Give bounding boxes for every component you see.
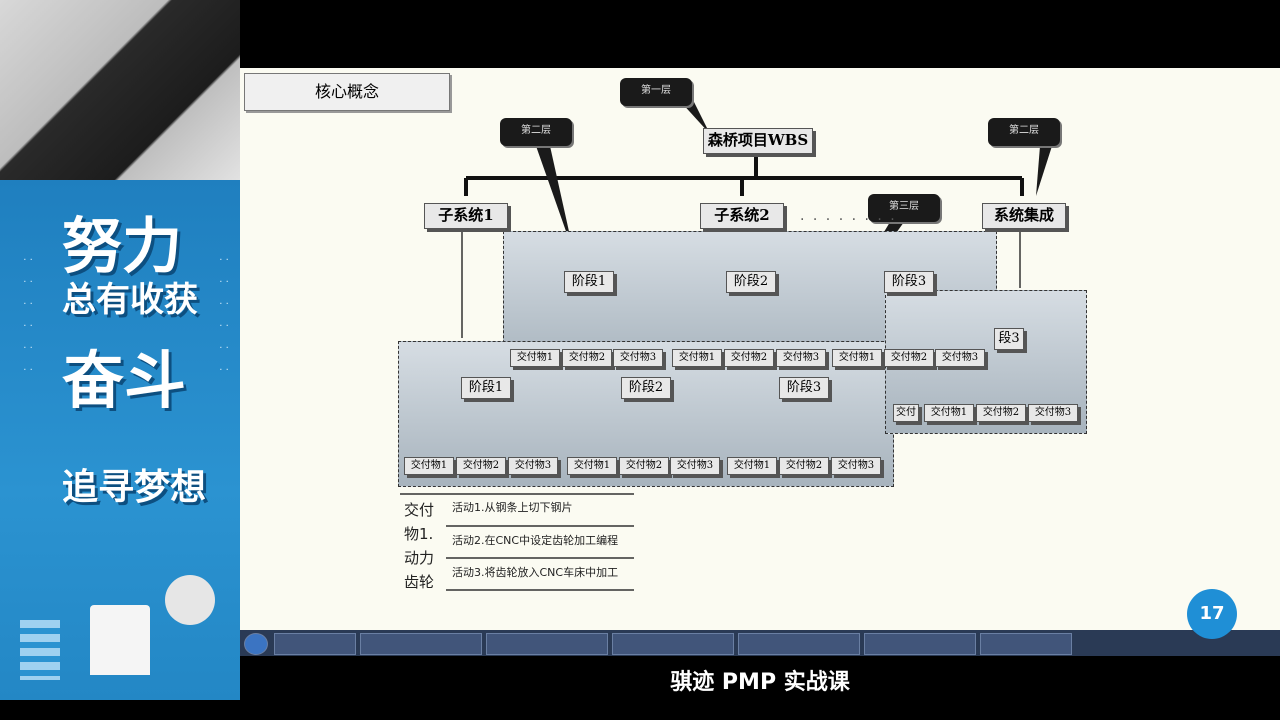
taskbar-app-2[interactable] bbox=[360, 633, 482, 655]
video-caption: 骐迹 PMP 实战课 bbox=[670, 670, 850, 695]
deliverable-l1-3: 交付物3 bbox=[508, 457, 558, 475]
deliverable-l2-1: 交付物1 bbox=[567, 457, 617, 475]
callout-level-2: 第二层 bbox=[500, 118, 572, 146]
taskbar-app-3[interactable] bbox=[486, 633, 608, 655]
deliverable-u2-1: 交付物1 bbox=[672, 349, 722, 367]
callout-level-3: 第三层 bbox=[868, 194, 940, 222]
bars-illustration bbox=[20, 620, 60, 680]
banner-line-3: 奋斗 bbox=[62, 344, 187, 417]
taskbar-app-5[interactable] bbox=[738, 633, 860, 655]
deliverable-l3-3: 交付物3 bbox=[831, 457, 881, 475]
ellipsis-dots: . . . . . . . . bbox=[800, 208, 897, 224]
activity-key-label-line-3: 动力 bbox=[404, 549, 435, 567]
deliverable-l2-3: 交付物3 bbox=[670, 457, 720, 475]
banner-vertical-text-left: · · · · · · · · · · · · bbox=[23, 255, 33, 376]
taskbar-app-7[interactable] bbox=[980, 633, 1072, 655]
callout-level-1: 第一层 bbox=[620, 78, 692, 106]
taskbar-app-6[interactable] bbox=[864, 633, 976, 655]
activity-key-label: 交付 物1. 动力 齿轮 bbox=[404, 498, 434, 594]
deliverable-r-1: 交付物1 bbox=[924, 404, 974, 422]
phase-lower-2: 阶段2 bbox=[621, 377, 671, 399]
banner-line-4: 追寻梦想 bbox=[62, 467, 207, 508]
deliverable-u3-1: 交付物1 bbox=[832, 349, 882, 367]
deliverable-r-2: 交付物2 bbox=[976, 404, 1026, 422]
deliverable-r-3: 交付物3 bbox=[1028, 404, 1078, 422]
section-title: 核心概念 bbox=[244, 73, 450, 111]
activity-1: 活动1.从钢条上切下钢片 bbox=[452, 501, 573, 514]
phase-upper-3: 阶段3 bbox=[884, 271, 934, 293]
deliverable-u3-2: 交付物2 bbox=[884, 349, 934, 367]
deliverable-l3-2: 交付物2 bbox=[779, 457, 829, 475]
deliverable-l1-1: 交付物1 bbox=[404, 457, 454, 475]
deliverable-u2-3: 交付物3 bbox=[776, 349, 826, 367]
subsystem-1: 子系统1 bbox=[424, 203, 508, 229]
deliverable-u1-1: 交付物1 bbox=[510, 349, 560, 367]
taskbar bbox=[240, 630, 1280, 656]
deliverable-u1-2: 交付物2 bbox=[562, 349, 612, 367]
subsystem-2: 子系统2 bbox=[700, 203, 784, 229]
phase-upper-2: 阶段2 bbox=[726, 271, 776, 293]
taskbar-app-1[interactable] bbox=[274, 633, 356, 655]
activity-key-label-line-4: 齿轮 bbox=[404, 573, 435, 591]
system-integration: 系统集成 bbox=[982, 203, 1066, 229]
deliverable-r-0: 交付物3 bbox=[893, 404, 919, 422]
deliverable-u3-3: 交付物3 bbox=[935, 349, 985, 367]
taskbar-app-4[interactable] bbox=[612, 633, 734, 655]
deliverable-l2-2: 交付物2 bbox=[619, 457, 669, 475]
phase-lower-3: 阶段3 bbox=[779, 377, 829, 399]
deliverable-u2-2: 交付物2 bbox=[724, 349, 774, 367]
page-number-badge: 17 bbox=[1187, 589, 1237, 639]
banner-vertical-text-right: · · · · · · · · · · · · bbox=[219, 255, 229, 376]
activity-key-label-line-1: 交付 bbox=[404, 501, 435, 519]
top-black-bar bbox=[240, 0, 1280, 68]
activity-3: 活动3.将齿轮放入CNC车床中加工 bbox=[452, 566, 619, 579]
phase-right-partial: 段3 bbox=[994, 328, 1024, 350]
phase-upper-1: 阶段1 bbox=[564, 271, 614, 293]
motivational-banner: 努力 总有收获 奋斗 追寻梦想 · · · · · · · · · · · · … bbox=[0, 180, 240, 700]
deliverable-u1-3: 交付物3 bbox=[613, 349, 663, 367]
start-button[interactable] bbox=[244, 633, 268, 655]
banner-line-2: 总有收获 bbox=[62, 280, 198, 320]
phase-lower-1: 阶段1 bbox=[461, 377, 511, 399]
wbs-root: 森桥项目WBS bbox=[703, 128, 813, 154]
deliverable-l3-1: 交付物1 bbox=[727, 457, 777, 475]
satellite-dish-illustration bbox=[165, 575, 215, 625]
webcam-video bbox=[0, 0, 240, 180]
book-illustration bbox=[90, 605, 150, 675]
activity-2: 活动2.在CNC中设定齿轮加工编程 bbox=[452, 534, 619, 547]
deliverable-l1-2: 交付物2 bbox=[456, 457, 506, 475]
banner-line-1: 努力 bbox=[62, 212, 182, 282]
callout-level-2-right: 第二层 bbox=[988, 118, 1060, 146]
activity-key-label-line-2: 物1. bbox=[404, 525, 434, 543]
